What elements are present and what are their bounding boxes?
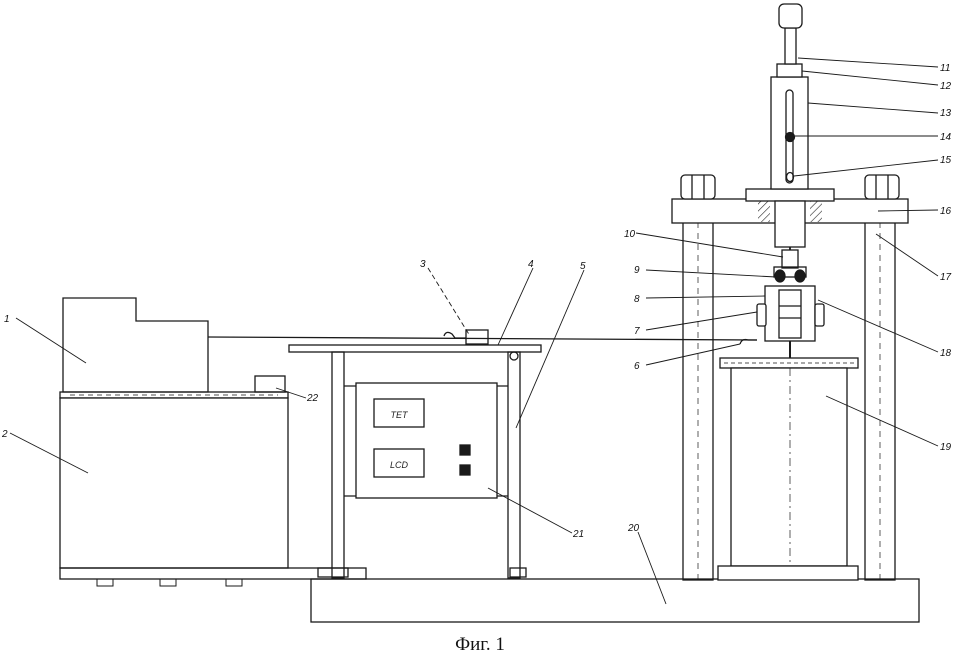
feet: [96, 578, 243, 587]
callout-19: 19: [940, 442, 952, 453]
callout-16: 16: [940, 206, 952, 217]
load-sensor-box: [465, 329, 489, 345]
callout-2: 2: [1, 429, 8, 440]
pin-14: [784, 131, 796, 143]
vessel: [717, 357, 859, 581]
flange: [745, 188, 835, 202]
callout-6: 6: [634, 361, 640, 372]
button-upper: [459, 444, 471, 456]
housing: [59, 397, 289, 569]
vessel-body: [730, 367, 848, 567]
callout-17: 17: [940, 272, 952, 283]
base-plate: [310, 578, 920, 623]
callout-14: 14: [940, 132, 952, 143]
screw-head: [778, 3, 803, 29]
callout-3: 3: [420, 259, 426, 270]
callout-12: 12: [940, 81, 952, 92]
rod: [774, 200, 806, 248]
specimen-grip: [739, 249, 825, 365]
callout-10: 10: [624, 229, 636, 240]
display-lower: [373, 448, 425, 478]
nut-left: [680, 174, 716, 200]
screw: [784, 27, 797, 65]
callout-13: 13: [940, 108, 952, 119]
nut-right: [864, 174, 900, 200]
nut-12: [776, 63, 803, 78]
leader-lines: [9, 57, 939, 605]
callout-15: 15: [940, 155, 952, 166]
hook-right: [739, 338, 757, 345]
upper-mechanism: [745, 3, 835, 266]
housing-bottom-plate: [59, 567, 367, 580]
callout-1: 1: [4, 314, 10, 325]
panel-label-lower: LCD: [390, 460, 409, 470]
callout-7: 7: [634, 326, 640, 337]
figure-caption: Фиг. 1: [455, 634, 505, 655]
panel-label-upper: ТЕТ: [391, 410, 410, 420]
display-upper: [373, 398, 425, 428]
table-top: [288, 344, 542, 353]
vessel-base: [717, 565, 859, 581]
motor-block: [62, 297, 209, 393]
callout-18: 18: [940, 348, 952, 359]
callout-9: 9: [634, 265, 640, 276]
cable: [207, 336, 758, 341]
callout-20: 20: [627, 523, 640, 534]
button-lower: [459, 464, 471, 476]
hook-left: [443, 331, 466, 339]
callout-11: 11: [940, 63, 950, 74]
sensor-box: [254, 375, 286, 393]
callout-22: 22: [306, 393, 319, 404]
table: [288, 329, 542, 579]
callout-4: 4: [528, 259, 534, 270]
control-panel: [355, 382, 498, 499]
clamp-body: [764, 285, 816, 342]
left-unit: [59, 297, 367, 587]
callout-8: 8: [634, 294, 640, 305]
callout-5: 5: [580, 261, 586, 272]
pin-15: [785, 171, 795, 183]
clamp-core: [778, 289, 802, 339]
callout-21: 21: [572, 529, 584, 540]
